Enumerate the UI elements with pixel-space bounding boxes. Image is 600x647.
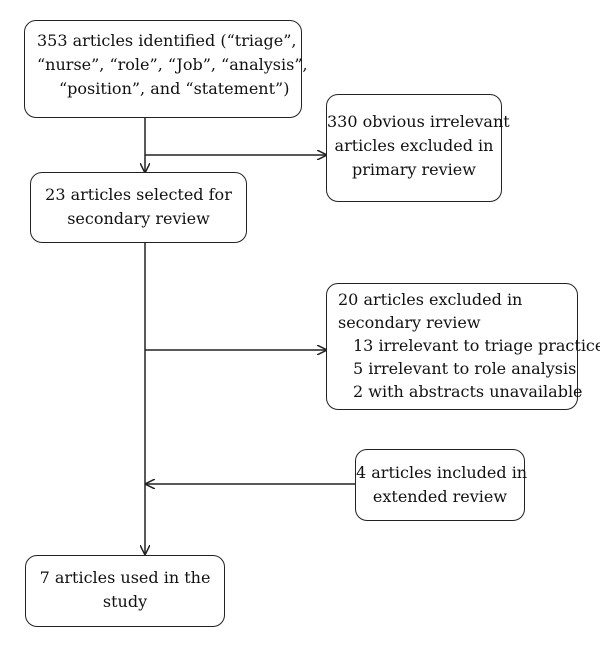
box-extended-review: 4 articles included in extended review [355, 449, 528, 521]
excluded-primary-line-2: articles excluded in [334, 136, 494, 155]
excluded-primary-line-1: 330 obvious irrelevant [327, 112, 510, 131]
box-selected-secondary: 23 articles selected for secondary revie… [30, 172, 247, 243]
selected-secondary-line-2: secondary review [67, 209, 210, 228]
selected-secondary-line-1: 23 articles selected for [45, 185, 232, 204]
box-excluded-primary: 330 obvious irrelevant articles excluded… [326, 94, 510, 202]
reason-abstracts-unavailable: 2 with abstracts unavailable [353, 382, 583, 401]
extended-line-2: extended review [372, 487, 508, 506]
identified-line-3: “position”, and “statement”) [59, 79, 290, 98]
final-line-2: study [102, 592, 148, 611]
identified-line-2: “nurse”, “role”, “Job”, “analysis”, [37, 55, 308, 74]
extended-line-1: 4 articles included in [356, 463, 528, 482]
box-excluded-secondary: 20 articles excluded in secondary review… [326, 283, 600, 410]
box-articles-identified: 353 articles identified (“triage”, “nurs… [24, 20, 308, 118]
box-final-articles: 7 articles used in the study [25, 555, 225, 627]
excluded-primary-line-3: primary review [352, 160, 476, 179]
identified-line-1: 353 articles identified (“triage”, [37, 31, 297, 50]
reason-triage-practice: 13 irrelevant to triage practice [353, 336, 600, 355]
excluded-secondary-heading-2: secondary review [338, 313, 481, 332]
reason-role-analysis: 5 irrelevant to role analysis [353, 359, 577, 378]
final-line-1: 7 articles used in the [39, 568, 211, 587]
excluded-secondary-heading-1: 20 articles excluded in [338, 290, 523, 309]
